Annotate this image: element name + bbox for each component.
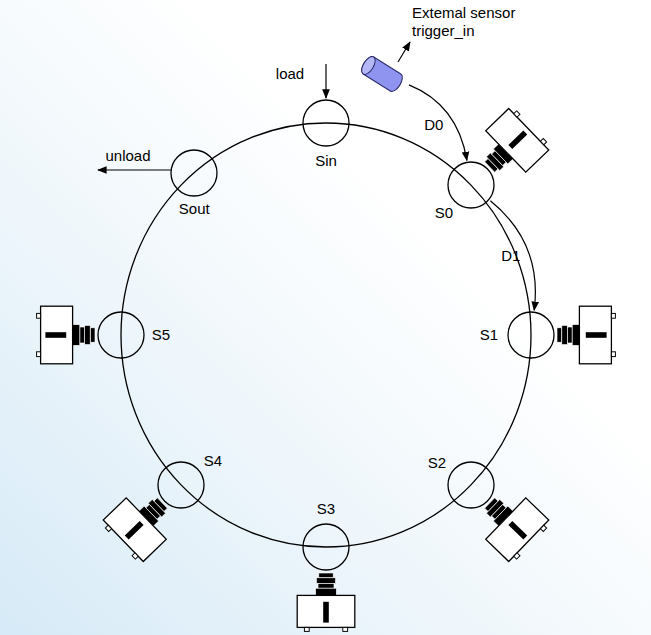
station-label: S3 bbox=[317, 500, 335, 518]
station-label: Sout bbox=[179, 200, 210, 218]
station-circle: S5 bbox=[97, 311, 145, 359]
delay-arrow bbox=[490, 201, 535, 310]
edge-label: D0 bbox=[424, 116, 443, 134]
station-circle: S1 bbox=[507, 311, 555, 359]
edge-label: D1 bbox=[501, 247, 520, 265]
unload-arrow bbox=[98, 169, 172, 170]
station-label: Sin bbox=[315, 152, 337, 170]
sensor-node: Extemal sensor trigger_in bbox=[356, 56, 408, 92]
sensor-label: Extemal sensor trigger_in bbox=[412, 4, 536, 40]
station-circle: S0 bbox=[447, 161, 495, 209]
station-circle: Sin bbox=[302, 99, 350, 147]
load-arrow bbox=[325, 64, 326, 98]
trigger-arrow bbox=[398, 42, 410, 62]
station-circle: S3 bbox=[302, 523, 350, 571]
station-label: S4 bbox=[204, 452, 222, 470]
station-circle: Sout bbox=[170, 149, 218, 197]
station-label: S0 bbox=[435, 204, 453, 222]
camera-icon bbox=[297, 573, 355, 631]
station-label: S1 bbox=[480, 326, 498, 344]
turntable-ring bbox=[121, 123, 531, 547]
station-label: S2 bbox=[428, 454, 446, 472]
camera-icon bbox=[470, 482, 552, 564]
station-circle: S2 bbox=[447, 461, 495, 509]
camera-icon bbox=[100, 482, 182, 564]
camera-icon bbox=[37, 306, 95, 364]
delay-arrow bbox=[409, 85, 467, 161]
flow-label: unload bbox=[105, 147, 150, 165]
camera-icon bbox=[470, 106, 552, 188]
flow-label: load bbox=[276, 65, 304, 83]
camera-icon bbox=[557, 306, 615, 364]
station-circle: S4 bbox=[157, 461, 205, 509]
station-label: S5 bbox=[152, 326, 170, 344]
